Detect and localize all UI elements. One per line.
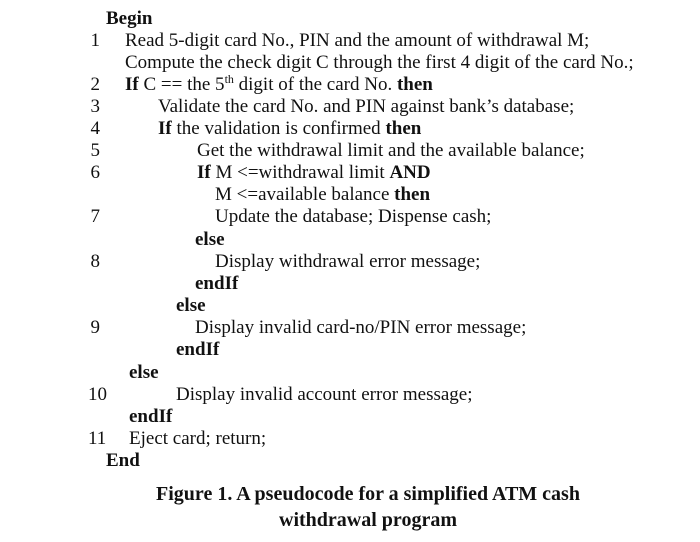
- keyword: else: [195, 229, 225, 250]
- code-text: Compute the check digit C through the fi…: [125, 52, 634, 73]
- code-text: digit of the card No.: [233, 74, 397, 95]
- code-line: endIf: [0, 406, 700, 428]
- code-line: endIf: [0, 273, 700, 295]
- code-text: Display invalid card-no/PIN error messag…: [195, 317, 527, 338]
- code-line: 6 If M <=withdrawal limit AND: [0, 162, 700, 184]
- line-number: 7: [90, 206, 101, 227]
- keyword: If: [197, 162, 211, 183]
- keyword: then: [385, 118, 422, 139]
- line-number: 1: [90, 30, 101, 51]
- line-number: 5: [90, 140, 101, 161]
- keyword: else: [129, 362, 159, 383]
- code-text: Eject card; return;: [129, 428, 267, 449]
- code-line: 10 Display invalid account error message;: [0, 384, 700, 406]
- keyword: else: [176, 295, 206, 316]
- keyword: endIf: [176, 339, 220, 360]
- line-text: Eject card; return;: [129, 428, 266, 450]
- code-text: Validate the card No. and PIN against ba…: [158, 96, 575, 117]
- code-line: 3 Validate the card No. and PIN against b…: [0, 96, 700, 118]
- code-line: else: [0, 229, 700, 251]
- keyword: AND: [389, 162, 431, 183]
- keyword: End: [106, 450, 140, 471]
- code-line: 2 If C == the 5th digit of the card No. t…: [0, 72, 700, 96]
- keyword: Begin: [106, 8, 153, 29]
- code-text: Read 5-digit card No., PIN and the amoun…: [125, 30, 590, 51]
- line-text: Display invalid card-no/PIN error messag…: [195, 317, 526, 339]
- code-line: else: [0, 295, 700, 317]
- line-text: If M <=withdrawal limit AND: [197, 162, 431, 184]
- figure-caption: Figure 1. A pseudocode for a simplified …: [0, 481, 700, 533]
- line-text: End: [106, 450, 140, 472]
- keyword: endIf: [129, 406, 173, 427]
- line-text: Read 5-digit card No., PIN and the amoun…: [125, 30, 589, 52]
- line-text: Get the withdrawal limit and the availab…: [197, 140, 585, 162]
- line-text: else: [129, 362, 159, 384]
- code-line: Compute the check digit C through the fi…: [0, 52, 700, 74]
- line-number: 11: [88, 428, 107, 449]
- line-text: else: [176, 295, 206, 317]
- line-text: Compute the check digit C through the fi…: [125, 52, 634, 74]
- line-text: Display invalid account error message;: [176, 384, 473, 406]
- code-text: Display withdrawal error message;: [215, 251, 481, 272]
- code-text: th: [224, 72, 234, 86]
- line-number: 9: [90, 317, 101, 338]
- code-line: 1 Read 5-digit card No., PIN and the amou…: [0, 30, 700, 52]
- line-text: If C == the 5th digit of the card No. th…: [125, 72, 433, 96]
- line-text: Validate the card No. and PIN against ba…: [158, 96, 574, 118]
- line-number: 4: [90, 118, 101, 139]
- line-text: endIf: [195, 273, 238, 295]
- code-text: C == the 5: [138, 74, 225, 95]
- code-text: Display invalid account error message;: [176, 384, 473, 405]
- caption-line-1: Figure 1. A pseudocode for a simplified …: [156, 483, 580, 505]
- line-text: endIf: [176, 339, 219, 361]
- code-text: M <=withdrawal limit: [210, 162, 390, 183]
- keyword: then: [396, 74, 433, 95]
- line-number: 2: [90, 74, 101, 95]
- line-number: 6: [90, 162, 101, 183]
- keyword: If: [125, 74, 139, 95]
- keyword: If: [158, 118, 172, 139]
- code-line: 4 If the validation is confirmed then: [0, 118, 700, 140]
- code-line: 9 Display invalid card-no/PIN error messa…: [0, 317, 700, 339]
- code-text: M <=available balance: [215, 184, 395, 205]
- code-line: endIf: [0, 339, 700, 361]
- caption-line-2: withdrawal program: [279, 509, 457, 531]
- code-line: M <=available balance then: [0, 184, 700, 206]
- code-text: the validation is confirmed: [171, 118, 386, 139]
- code-line: else: [0, 362, 700, 384]
- line-text: else: [195, 229, 225, 251]
- keyword: endIf: [195, 273, 239, 294]
- line-text: M <=available balance then: [215, 184, 430, 206]
- code-line: 5 Get the withdrawal limit and the availa…: [0, 140, 700, 162]
- line-text: If the validation is confirmed then: [158, 118, 421, 140]
- code-line: Begin: [0, 8, 700, 30]
- line-text: Update the database; Dispense cash;: [215, 206, 491, 228]
- line-text: Display withdrawal error message;: [215, 251, 480, 273]
- code-line: 11 Eject card; return;: [0, 428, 700, 450]
- code-line: 8 Display withdrawal error message;: [0, 251, 700, 273]
- line-number: 3: [90, 96, 101, 117]
- keyword: then: [394, 184, 431, 205]
- code-line: End: [0, 450, 700, 472]
- line-number: 8: [90, 251, 101, 272]
- line-number: 10: [88, 384, 107, 405]
- code-text: Get the withdrawal limit and the availab…: [197, 140, 585, 161]
- line-text: endIf: [129, 406, 172, 428]
- code-line: 7 Update the database; Dispense cash;: [0, 206, 700, 228]
- code-text: Update the database; Dispense cash;: [215, 206, 492, 227]
- line-text: Begin: [106, 8, 152, 30]
